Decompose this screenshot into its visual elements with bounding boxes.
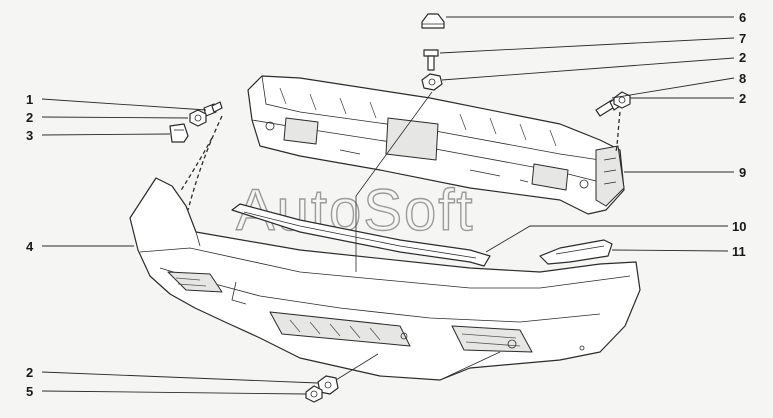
bumper-reinforcement-beam <box>247 75 625 215</box>
leader-2a <box>41 116 189 119</box>
nut-bottom <box>305 375 339 403</box>
callout-2-right: 2 <box>739 91 746 106</box>
callout-4: 4 <box>26 239 34 254</box>
callout-2-bottom: 2 <box>26 365 33 380</box>
leader-5 <box>41 390 307 395</box>
bolt-left <box>203 101 223 117</box>
washer-nut-right <box>613 91 631 109</box>
callout-11: 11 <box>732 244 746 259</box>
callout-1: 1 <box>26 92 33 107</box>
callout-3: 3 <box>26 128 33 143</box>
assembly-line-bottom-right <box>439 351 501 381</box>
assembly-line-bottom <box>335 353 379 381</box>
leader-11 <box>611 249 729 252</box>
callout-7: 7 <box>739 31 746 46</box>
leader-2c <box>441 57 735 81</box>
bolt-top <box>423 49 439 71</box>
bumper-cover <box>129 177 641 381</box>
assembly-path-right <box>615 111 621 153</box>
side-trim <box>539 239 613 265</box>
leader-1 <box>41 98 207 111</box>
callout-2-left: 2 <box>26 110 33 125</box>
callout-8: 8 <box>739 71 746 86</box>
mounting-clip <box>169 123 189 143</box>
callout-10: 10 <box>732 219 746 234</box>
leader-3 <box>41 133 171 136</box>
assembly-path-left-b <box>179 137 213 193</box>
callout-9: 9 <box>739 165 746 180</box>
callout-6: 6 <box>739 10 746 25</box>
plastic-cap <box>421 13 445 29</box>
washer-nut-left <box>189 109 207 127</box>
leader-7 <box>439 37 735 54</box>
washer-nut-top <box>421 73 443 91</box>
leader-8 <box>611 77 735 99</box>
assembly-path-left-a <box>187 115 223 211</box>
callout-2-top: 2 <box>739 50 746 65</box>
leader-10 <box>485 225 728 253</box>
trim-strip <box>231 203 491 267</box>
callout-5: 5 <box>26 384 33 399</box>
assembly-line-center <box>355 91 433 272</box>
leader-2b <box>41 371 319 384</box>
